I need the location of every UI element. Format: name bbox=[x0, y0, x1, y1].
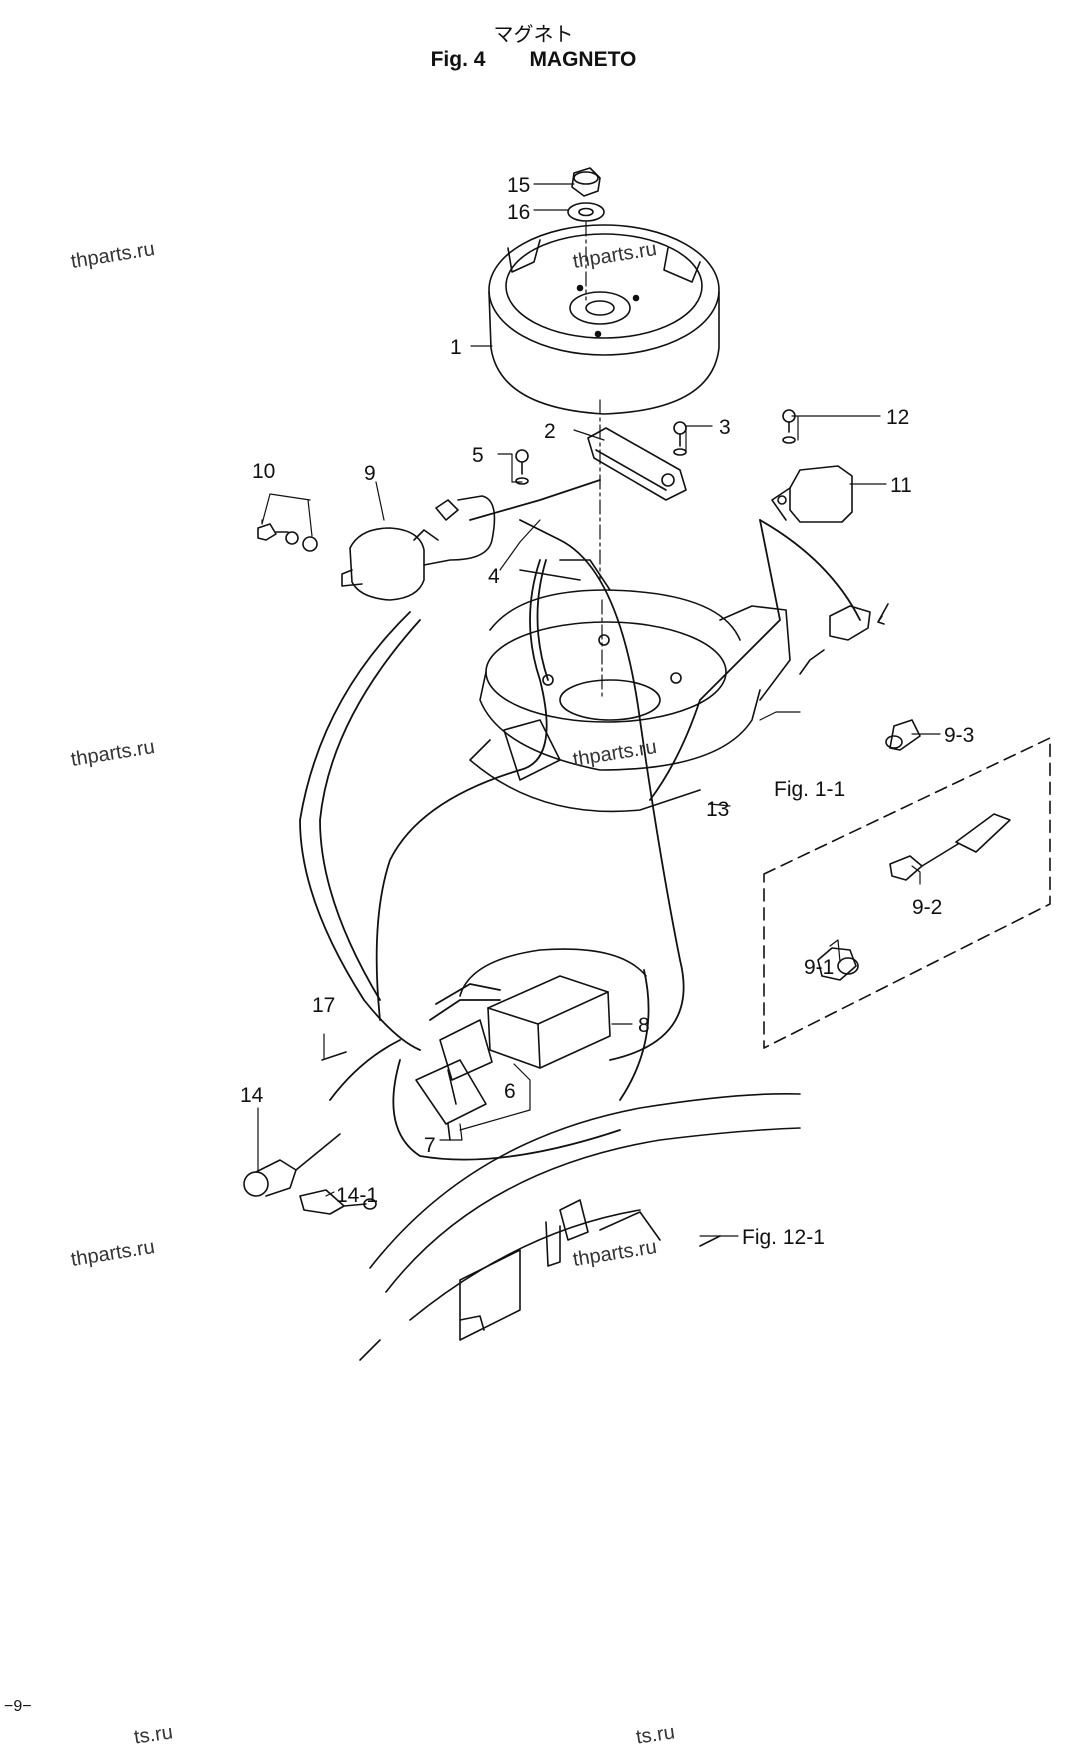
title-japanese: マグネト bbox=[493, 22, 574, 46]
stator-base-part bbox=[469, 559, 791, 813]
reference-fig-12-1: Fig. 12-1 bbox=[742, 1226, 825, 1249]
page-number: −9− bbox=[4, 1698, 32, 1715]
figure-number: Fig. 4 bbox=[430, 48, 486, 71]
reference-fig-1-1: Fig. 1-1 bbox=[774, 778, 845, 801]
callout-13: 13 bbox=[706, 798, 729, 821]
watermark-3: thparts.ru bbox=[69, 736, 156, 771]
wiring-harness bbox=[299, 479, 861, 1161]
clip-part-14-1 bbox=[299, 1189, 377, 1215]
callout-2: 2 bbox=[544, 420, 556, 443]
callout-1: 1 bbox=[450, 336, 462, 359]
figure-name: MAGNETO bbox=[529, 48, 637, 71]
callout-4: 4 bbox=[488, 565, 500, 588]
callout-16: 16 bbox=[507, 201, 530, 224]
watermark-5: thparts.ru bbox=[69, 1236, 156, 1271]
watermark-2: thparts.ru bbox=[571, 238, 658, 273]
callout-10: 10 bbox=[252, 460, 275, 483]
bracket-part-7 bbox=[447, 1069, 457, 1141]
stop-switch-part-14 bbox=[243, 1133, 341, 1197]
callout-6: 6 bbox=[504, 1080, 516, 1103]
plug-cap-part-9-3 bbox=[799, 603, 921, 751]
bottom-cowl bbox=[359, 1092, 801, 1361]
callout-9: 9 bbox=[364, 462, 376, 485]
pin-part-17 bbox=[321, 1051, 347, 1061]
callout-15: 15 bbox=[507, 174, 530, 197]
watermark-bottom-right: ts.ru bbox=[634, 1721, 677, 1749]
bracket-part-6 bbox=[415, 1019, 493, 1125]
figure-title: Fig. 4 MAGNETO bbox=[0, 48, 1067, 72]
callout-12: 12 bbox=[886, 406, 909, 429]
watermark-4: thparts.ru bbox=[571, 736, 658, 771]
rectifier-part-11 bbox=[771, 465, 853, 523]
ignition-coil-part-9 bbox=[341, 495, 496, 601]
callout-9-1: 9-1 bbox=[804, 956, 834, 979]
callout-3: 3 bbox=[719, 416, 731, 439]
flywheel-part-1 bbox=[488, 224, 720, 415]
callout-17: 17 bbox=[312, 994, 335, 1017]
bolt-part-10 bbox=[257, 523, 318, 552]
watermarks: thparts.ru thparts.ru thparts.ru thparts… bbox=[69, 238, 658, 1271]
callout-14: 14 bbox=[240, 1084, 264, 1107]
callout-labels: 15 16 1 2 3 5 4 12 11 10 9 9-3 13 9-2 9-… bbox=[240, 174, 974, 1249]
screw-part-12 bbox=[782, 409, 796, 444]
callout-11: 11 bbox=[890, 474, 912, 497]
screw-part-5 bbox=[515, 449, 529, 485]
washer-part-16 bbox=[567, 202, 605, 222]
cdi-unit-part-8 bbox=[459, 948, 647, 1069]
nut-part-15 bbox=[571, 167, 601, 197]
watermark-1: thparts.ru bbox=[69, 238, 156, 273]
callout-9-2: 9-2 bbox=[912, 896, 942, 919]
pulser-coil-part-2 bbox=[587, 427, 687, 501]
callout-7: 7 bbox=[424, 1134, 436, 1157]
callout-9-3: 9-3 bbox=[944, 724, 974, 747]
leader-lines bbox=[257, 183, 941, 1237]
callout-8: 8 bbox=[638, 1014, 650, 1037]
callout-14-1: 14-1 bbox=[336, 1184, 378, 1207]
watermark-6: thparts.ru bbox=[571, 1236, 658, 1271]
callout-5: 5 bbox=[472, 444, 484, 467]
inset-box bbox=[763, 737, 1051, 1049]
screw-part-3 bbox=[673, 421, 687, 456]
watermark-bottom-left: ts.ru bbox=[132, 1721, 175, 1749]
